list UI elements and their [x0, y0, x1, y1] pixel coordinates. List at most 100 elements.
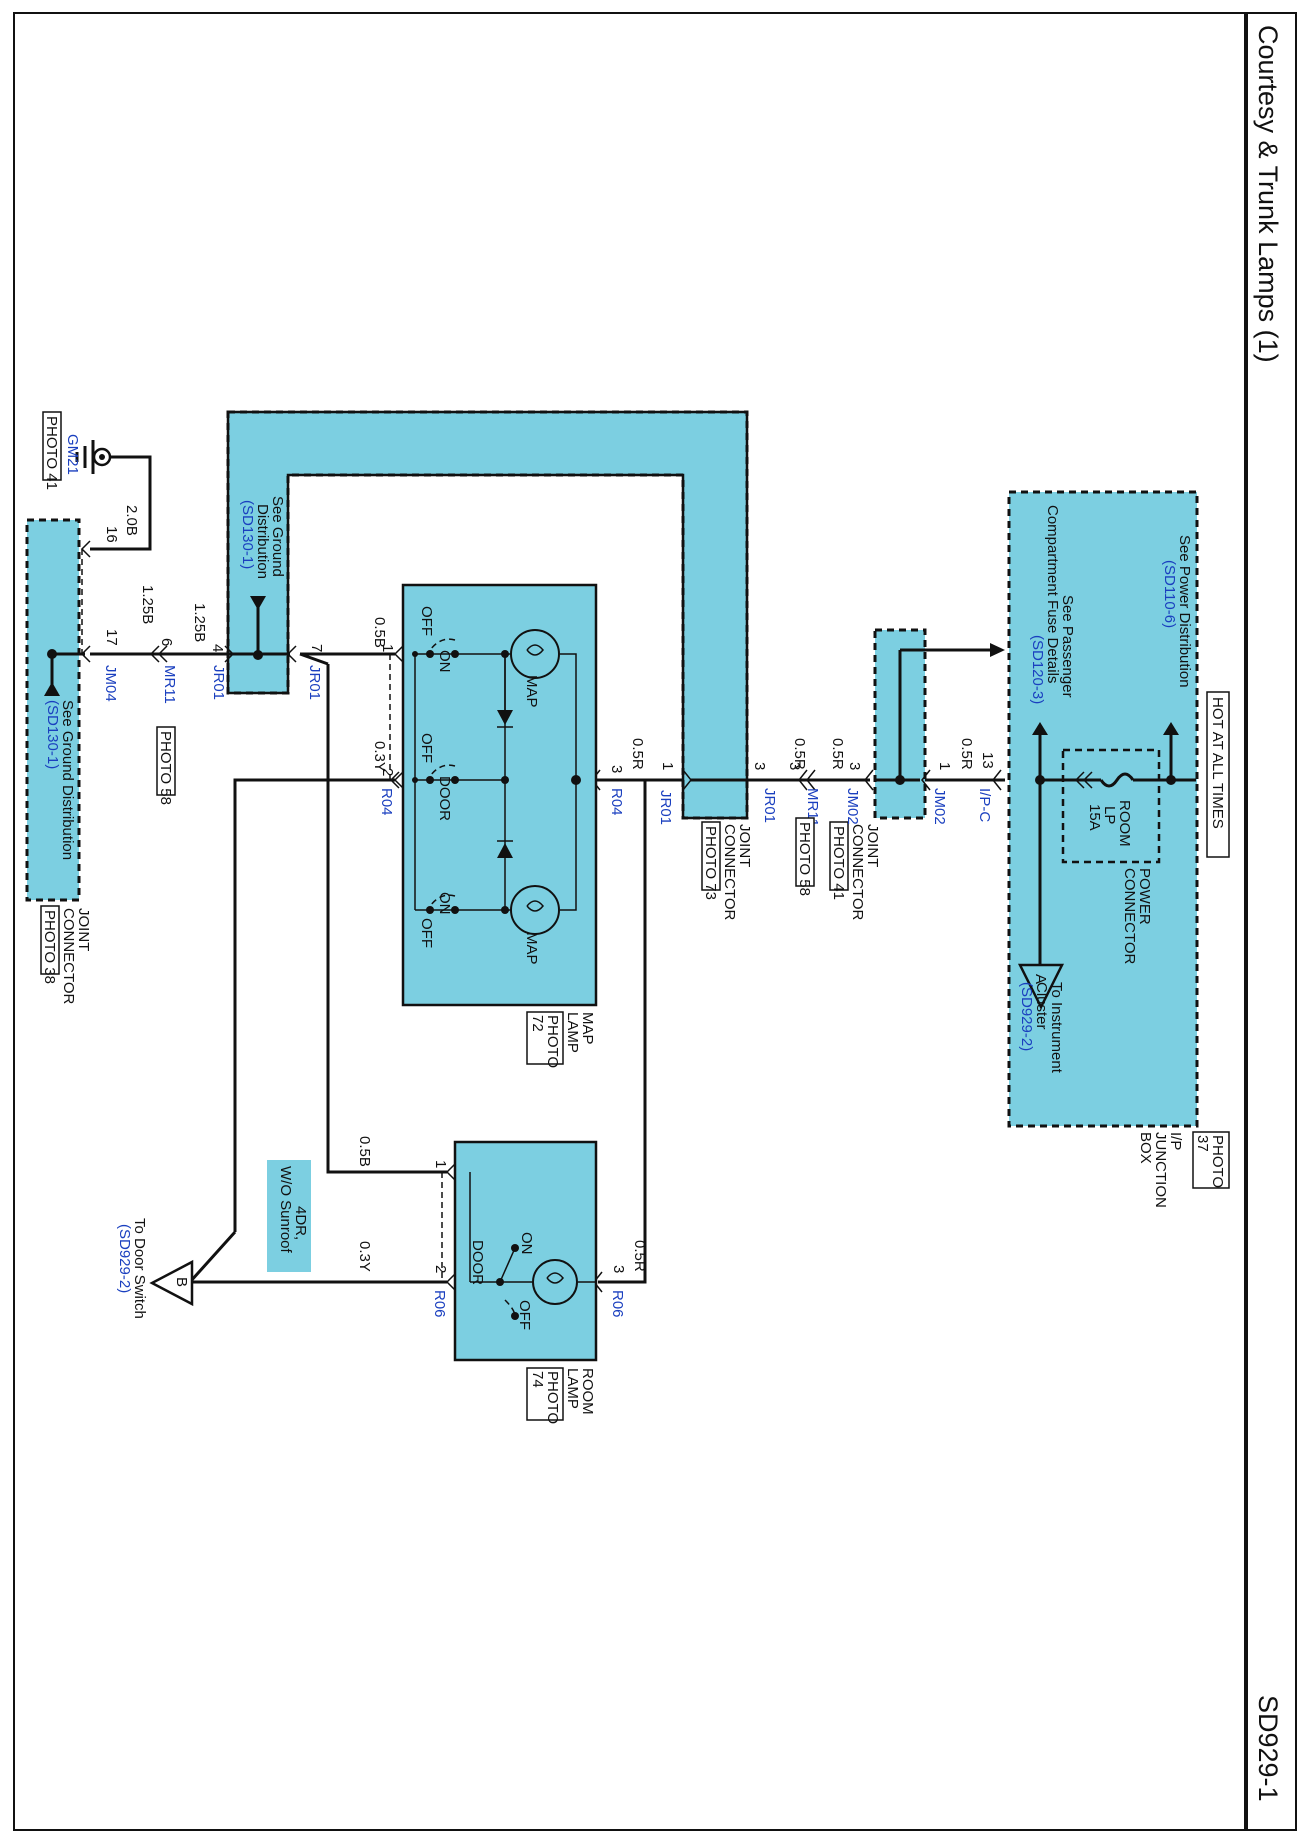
pin-r04-3: 3 — [608, 765, 625, 773]
wire-0.3y-a: 0.3Y — [371, 741, 388, 772]
fuse-symbol — [1099, 772, 1135, 788]
map-switch-right-off: OFF — [418, 918, 435, 948]
room-switch-on: ON — [518, 1232, 535, 1255]
jbox-name-line-1: I/P — [1167, 1132, 1184, 1150]
see-power-arrow — [1163, 722, 1179, 735]
jm02-photo: PHOTO 41 — [830, 826, 847, 900]
connector-mr11-a: MR11 — [804, 788, 821, 827]
to-instrument-line-1: To Instrument — [1048, 982, 1065, 1074]
jr01-label-1: JOINT — [736, 824, 753, 867]
pin-r04-1: 1 — [379, 644, 396, 652]
hot-at-all-times-box — [1206, 691, 1230, 858]
ground-point-photo: PHOTO 41 — [43, 416, 60, 490]
fuse-label-room: ROOM — [1116, 800, 1133, 847]
pin-r04-2: 2 — [379, 768, 396, 776]
ground-see-arrow — [250, 596, 266, 610]
pin-r06-1: 1 — [432, 1160, 449, 1168]
jm04-label-1: JOINT — [75, 908, 92, 951]
map-switch-right-on: ON — [436, 892, 453, 915]
gnd-wire-2.0b — [90, 455, 152, 551]
map-diode-upper-icon — [497, 710, 513, 725]
connector-r06-b: R06 — [431, 1290, 448, 1318]
pin-jr01-3: 3 — [751, 762, 768, 770]
to-door-switch-line-1: To Door Switch — [131, 1218, 148, 1319]
connector-jm04: JM04 — [102, 665, 119, 702]
jm04-see-ground-ref: (SD130-1) — [44, 700, 61, 769]
map-lamp-name-2: LAMP — [564, 1012, 581, 1053]
wire-0.5b-b: 0.5B — [356, 1136, 373, 1167]
ground-see-line-1: See Ground — [269, 496, 286, 577]
see-passenger-ref: (SD120-3) — [1029, 635, 1046, 704]
connector-jr01-gnd-r: JR01 — [306, 665, 323, 700]
pin-jr01-1: 1 — [659, 762, 676, 770]
pin-ipc-13: 13 — [979, 752, 996, 769]
pin-jr01-7: 7 — [308, 644, 325, 652]
jbox-photo-line-1: PHOTO — [1209, 1135, 1226, 1188]
see-power-dist-ref: (SD110-6) — [1161, 560, 1178, 628]
connector-jm02-b: JM02 — [844, 788, 861, 825]
map-bulb-right-label: MAP — [523, 932, 540, 965]
mr11-ground-chevron — [149, 645, 168, 663]
sunroof-note-box — [267, 1160, 311, 1272]
map-bulb-right-icon — [510, 885, 560, 935]
jbox-name-line-2: JUNCTION — [1152, 1132, 1169, 1208]
sunroof-note-2: W/O Sunroof — [277, 1166, 294, 1254]
wire-0.5b-a: 0.5B — [371, 617, 388, 648]
connector-ipc: I/P-C — [976, 788, 993, 822]
room-lamp-box — [453, 1140, 598, 1362]
pin-jm04-16: 16 — [103, 526, 120, 543]
connector-jr01-a: JR01 — [761, 788, 778, 823]
wire-1.25b-a: 1.25B — [191, 603, 208, 642]
connector-r04-b: R04 — [378, 788, 395, 816]
door-wire-map-lamp — [233, 778, 395, 1232]
room-lamp-photo-2: 74 — [529, 1371, 546, 1388]
ground-see-ref: (SD130-1) — [239, 500, 256, 569]
to-instrument-line-2: Cluster — [1033, 982, 1050, 1030]
room-lamp-name-2: LAMP — [564, 1368, 581, 1409]
ref-a-letter: A — [1032, 974, 1049, 984]
ground-see-line-2: Distribution — [254, 504, 271, 579]
connector-r06-a: R06 — [609, 1290, 626, 1318]
jbox-photo-line-2: 37 — [1194, 1135, 1211, 1152]
wire-2.0b: 2.0B — [123, 505, 140, 536]
jbox-photo-box — [1192, 1131, 1230, 1189]
connector-jr01-b: JR01 — [657, 790, 674, 825]
ref-b-triangle — [149, 1259, 194, 1307]
ground-point-name: GM21 — [64, 434, 81, 475]
power-wire-to-room-lamp — [598, 780, 647, 1284]
see-passenger-arrow — [1032, 722, 1048, 735]
jm02-label-2: CONNECTOR — [849, 824, 866, 921]
power-connector-line-1: POWER — [1136, 868, 1153, 925]
gnd-wire-room-lamp — [326, 664, 447, 1174]
jm02-label-1: JOINT — [864, 824, 881, 867]
map-lamp-photo-1: PHOTO — [544, 1015, 561, 1068]
map-switch-left-off: OFF — [418, 606, 435, 636]
jm04-see-ground: See Ground Distribution — [59, 700, 76, 860]
room-lamp-photo-1: PHOTO — [544, 1371, 561, 1424]
pin-jm04-17: 17 — [103, 629, 120, 646]
power-connector-line-2: CONNECTOR — [1121, 868, 1138, 965]
wire-0.5r-e: 0.5R — [631, 1240, 648, 1272]
jm04-label-2: CONNECTOR — [60, 908, 77, 1005]
pin-r06-3: 3 — [610, 1265, 627, 1273]
map-bulb-left-label: MAP — [523, 675, 540, 708]
jm04-ground-arrow — [44, 682, 60, 696]
ref-b-letter: B — [173, 1277, 190, 1287]
jm02-arrow — [990, 643, 1005, 657]
mr11-photo-b: PHOTO 58 — [157, 731, 174, 805]
to-instrument-ref: (SD929-2) — [1018, 982, 1035, 1051]
jr01-label-2: CONNECTOR — [721, 824, 738, 921]
pin-jm02-1: 1 — [936, 762, 953, 770]
sheet-id: SD929-1 — [1253, 1695, 1283, 1802]
see-passenger-text: See Passenger — [1059, 595, 1076, 698]
wire-0.3y-b: 0.3Y — [356, 1241, 373, 1272]
power-connector-chevron — [1074, 771, 1093, 789]
power-connector-box — [1061, 748, 1161, 864]
pin-r06-2: 2 — [432, 1265, 449, 1273]
map-switch-door: DOOR — [436, 776, 453, 821]
pin-jm02-3: 3 — [846, 762, 863, 770]
ip-junction-box — [1007, 490, 1199, 1128]
ref-a-triangle — [1017, 963, 1065, 1010]
pin-jr01-4: 4 — [209, 644, 226, 652]
